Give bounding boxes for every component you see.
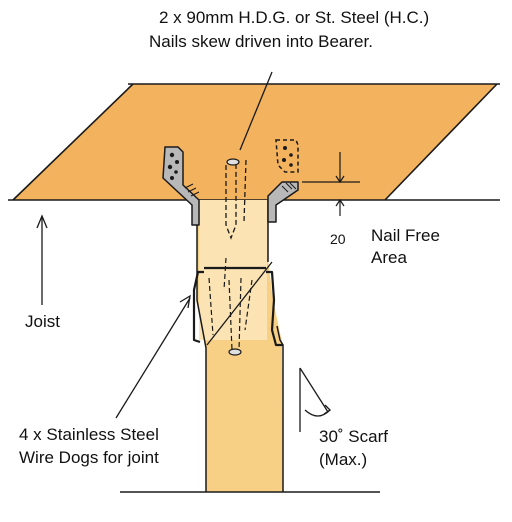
scarf-angle-indicator	[299, 367, 332, 432]
scarf-label-line2: (Max.)	[319, 450, 367, 469]
nail-free-label-line2: Area	[371, 248, 407, 267]
dimension-value: 20	[330, 231, 346, 247]
joist-left-edge	[12, 83, 134, 201]
leader-lines	[36, 71, 273, 419]
joist-label: Joist	[25, 312, 60, 331]
wire-dogs-label-line1: 4 x Stainless Steel	[19, 425, 159, 444]
scarf-joint-line	[206, 261, 273, 346]
scarf-nails	[208, 257, 253, 351]
right-steel-bracket	[267, 181, 299, 223]
bearer-post-left-edge	[196, 200, 207, 492]
nail-free-label-line1: Nail Free	[371, 226, 440, 245]
nail-spec-label-line1: 2 x 90mm H.D.G. or St. Steel (H.C.)	[159, 8, 429, 27]
scarf-label-line1: 30˚ Scarf	[319, 427, 388, 446]
nail-head-bottom	[228, 348, 242, 356]
scarf-zone	[199, 200, 267, 340]
right-steel-bracket-hidden	[275, 139, 299, 173]
left-bracket-holes	[167, 152, 179, 180]
left-bracket-hatch	[184, 183, 200, 197]
right-bracket-holes	[282, 146, 293, 167]
wire-dogs-label-line2: Wire Dogs for joint	[19, 448, 159, 467]
right-bracket-hatch	[281, 182, 297, 193]
nail-spec-label-line2: Nails skew driven into Bearer.	[149, 32, 373, 51]
nail-head-top	[226, 158, 240, 166]
skew-nails	[225, 159, 247, 240]
dimension-marker	[302, 152, 360, 216]
joist-timber	[13, 84, 497, 200]
wire-dogs	[192, 266, 283, 347]
joist-right-edge	[384, 83, 498, 201]
